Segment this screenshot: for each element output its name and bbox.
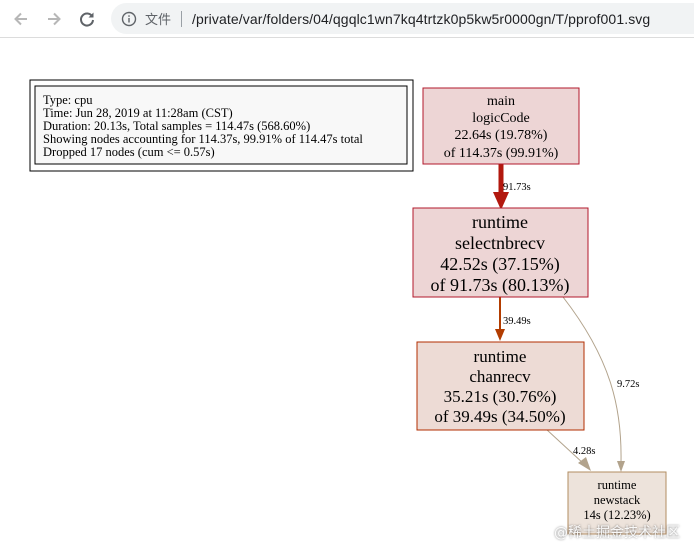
- edge-chanrecv-to-newstack[interactable]: 4.28s: [545, 428, 595, 471]
- node-main-logiccode[interactable]: main logicCode 22.64s (19.78%) of 114.37…: [422, 87, 580, 165]
- legend-line-duration: Duration: 20.13s, Total samples = 114.47…: [43, 119, 310, 133]
- node-runtime-newstack[interactable]: runtime newstack 14s (12.23%): [567, 471, 667, 535]
- edge-arrowhead: [617, 461, 625, 472]
- node-function: selectnbrecv: [455, 233, 545, 253]
- edge-label-9-72s: 9.72s: [617, 379, 639, 390]
- node-function: logicCode: [472, 111, 530, 126]
- edge-arrowhead: [495, 329, 505, 341]
- omnibox-divider: [181, 10, 183, 27]
- edge-logic-to-select[interactable]: 91.73s: [493, 164, 531, 210]
- node-cum: of 39.49s (34.50%): [434, 407, 565, 426]
- legend-line-dropped: Dropped 17 nodes (cum <= 0.57s): [43, 145, 215, 159]
- address-bar[interactable]: 文件 /private/var/folders/04/qgqlc1wn7kq4t…: [111, 3, 694, 34]
- node-function: chanrecv: [469, 367, 531, 386]
- edge-arrowhead: [493, 192, 509, 210]
- watermark: @稀土掘金技术社区: [554, 525, 680, 541]
- info-icon[interactable]: [121, 11, 137, 27]
- node-flat: 22.64s (19.78%): [455, 128, 548, 143]
- scheme-label: 文件: [145, 13, 172, 28]
- legend: Type: cpu Time: Jun 28, 2019 at 11:28am …: [29, 79, 414, 172]
- node-package: main: [487, 94, 515, 109]
- edge-arrowhead: [578, 457, 591, 471]
- edge-line: [545, 428, 585, 465]
- reload-button[interactable]: [76, 8, 98, 30]
- node-package: runtime: [472, 212, 528, 232]
- edge-select-to-chanrecv[interactable]: 39.49s: [495, 297, 531, 341]
- edge-label-4-28s: 4.28s: [573, 446, 595, 457]
- url-text[interactable]: /private/var/folders/04/qgqlc1wn7kq4trtz…: [192, 10, 651, 27]
- forward-button[interactable]: [43, 8, 65, 30]
- node-package: runtime: [474, 347, 527, 366]
- node-package: runtime: [598, 478, 637, 492]
- node-runtime-selectnbrecv[interactable]: runtime selectnbrecv 42.52s (37.15%) of …: [412, 207, 589, 298]
- back-button[interactable]: [10, 8, 32, 30]
- legend-line-showing: Showing nodes accounting for 114.37s, 99…: [43, 132, 363, 146]
- legend-line-type: Type: cpu: [43, 93, 93, 107]
- node-flat: 35.21s (30.76%): [444, 387, 557, 406]
- legend-line-time: Time: Jun 28, 2019 at 11:28am (CST): [43, 106, 233, 120]
- arrow-right-icon: [48, 12, 61, 26]
- node-flat: 14s (12.23%): [583, 508, 650, 522]
- pprof-graph: Type: cpu Time: Jun 28, 2019 at 11:28am …: [29, 79, 667, 535]
- reload-icon: [80, 12, 94, 27]
- browser-toolbar: 文件 /private/var/folders/04/qgqlc1wn7kq4t…: [0, 0, 694, 38]
- node-flat: 42.52s (37.15%): [440, 254, 560, 275]
- node-cum: of 91.73s (80.13%): [431, 275, 570, 296]
- edge-line: [562, 296, 622, 463]
- arrow-left-icon: [14, 12, 27, 26]
- node-runtime-chanrecv[interactable]: runtime chanrecv 35.21s (30.76%) of 39.4…: [416, 341, 585, 431]
- edge-label-39-49s: 39.49s: [503, 316, 531, 327]
- node-function: newstack: [594, 493, 641, 507]
- edge-label-91-73s: 91.73s: [503, 182, 531, 193]
- edge-select-to-newstack[interactable]: 9.72s: [562, 296, 639, 472]
- node-cum: of 114.37s (99.91%): [444, 146, 559, 161]
